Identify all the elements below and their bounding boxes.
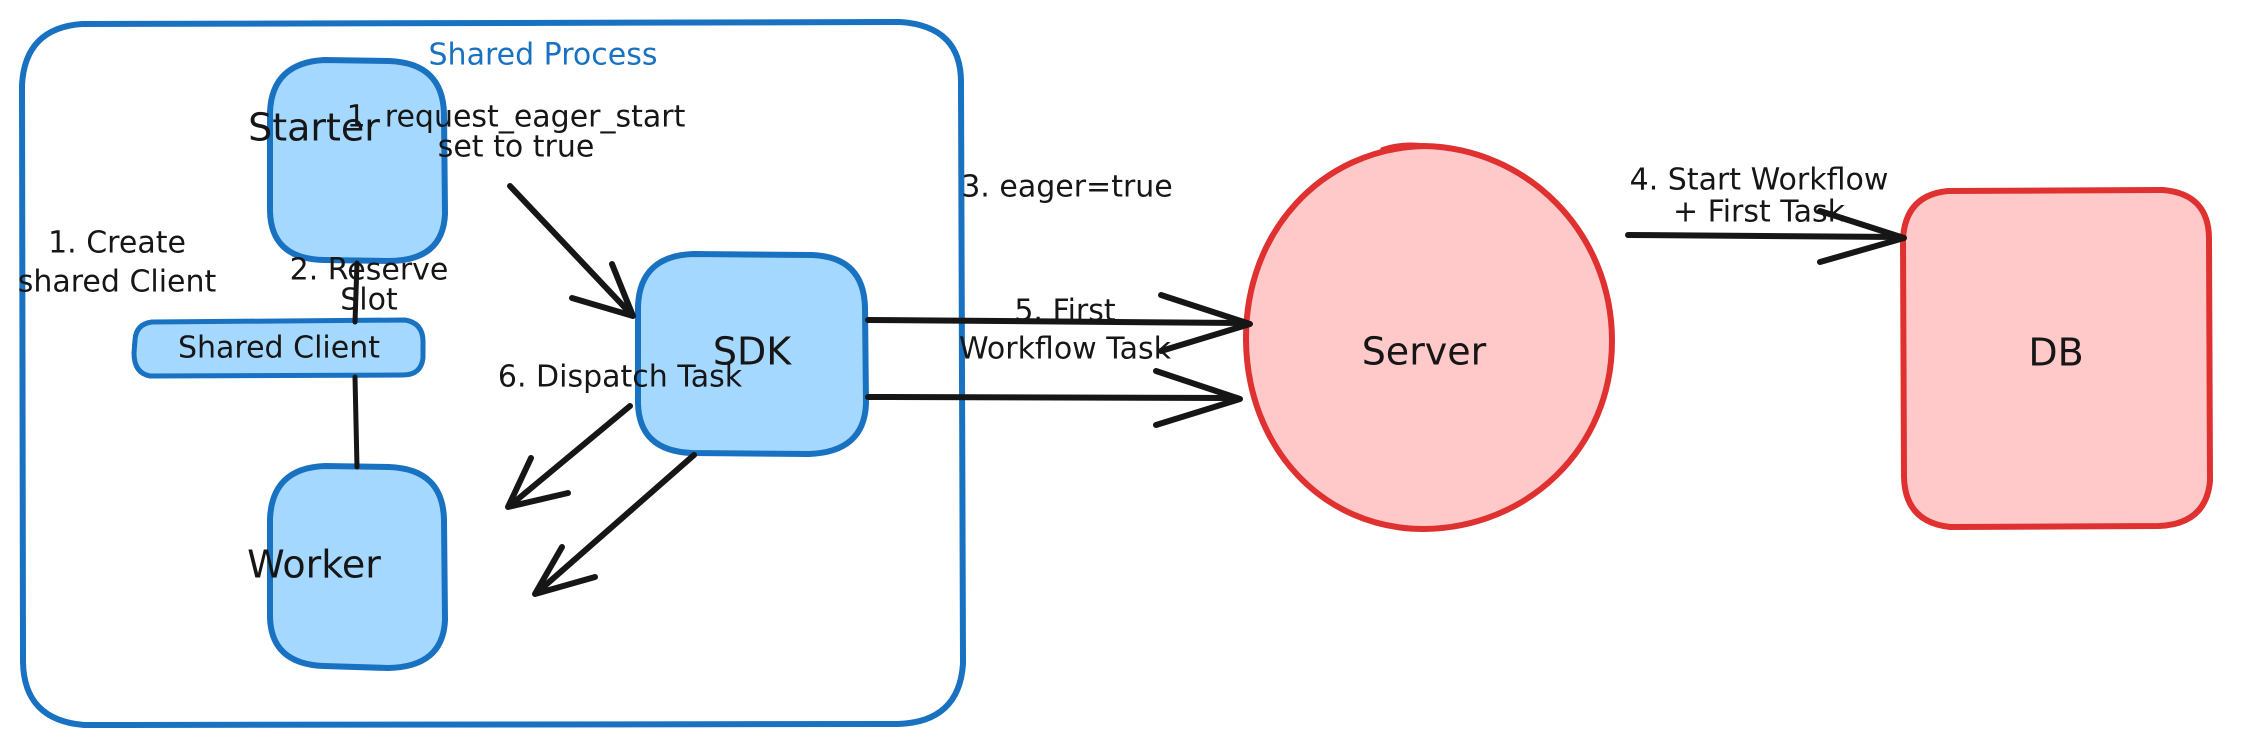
- shared-process-boundary: [19, 19, 966, 728]
- create-shared-client-label-line2: shared Client: [18, 265, 217, 300]
- node-shared-client[interactable]: Shared Client: [131, 317, 426, 379]
- request-eager-start-label-line2: set to true: [438, 130, 595, 165]
- request-eager-start-label-line1: 1. request_eager_start: [347, 100, 686, 135]
- eager-true-label-line1: 3. eager=true: [961, 170, 1173, 205]
- dispatch-task-line: [537, 452, 697, 593]
- create-shared-client-line-upper: [352, 260, 360, 325]
- server-shape-overdraw: [1380, 142, 1423, 153]
- first-workflow-task-line: [865, 394, 1238, 401]
- node-sdk[interactable]: SDK: [635, 251, 869, 457]
- shared-client-shape: [131, 317, 426, 379]
- starter-shape: [267, 57, 448, 264]
- start-workflow-label-line1: 4. Start Workflow: [1630, 163, 1889, 198]
- reserve-slot-arrowhead: [505, 455, 571, 510]
- edge-request-eager-start[interactable]: 1. request_eager_start set to true: [347, 100, 686, 319]
- sdk-shape: [635, 251, 869, 457]
- edge-start-workflow[interactable]: 4. Start Workflow + First Task: [1625, 163, 1907, 265]
- first-workflow-task-label-line2: Workflow Task: [959, 332, 1172, 367]
- start-workflow-line: [1625, 232, 1903, 240]
- eager-true-arrowhead: [1158, 292, 1253, 354]
- node-starter[interactable]: Starter: [248, 57, 448, 264]
- edge-eager-true[interactable]: 3. eager=true: [865, 170, 1253, 354]
- node-server[interactable]: Server: [1242, 142, 1615, 532]
- eager-true-line: [865, 317, 1248, 326]
- create-shared-client-line-lower: [352, 374, 360, 470]
- edge-dispatch-task[interactable]: 6. Dispatch Task: [498, 360, 743, 597]
- shared-process-group[interactable]: Shared Process: [19, 19, 966, 728]
- reserve-slot-label-line2: Slot: [340, 283, 398, 318]
- db-label: DB: [2028, 331, 2083, 375]
- worker-shape: [267, 463, 448, 671]
- request-eager-start-line: [507, 183, 633, 316]
- reserve-slot-line: [509, 403, 633, 507]
- worker-label: Worker: [247, 543, 381, 587]
- dispatch-task-arrowhead: [532, 544, 598, 597]
- node-worker[interactable]: Worker: [247, 463, 448, 671]
- shared-client-label: Shared Client: [178, 331, 380, 366]
- server-label: Server: [1362, 330, 1487, 374]
- start-workflow-arrowhead: [1817, 208, 1907, 265]
- reserve-slot-label-line1: 2. Reserve: [290, 253, 449, 288]
- first-workflow-task-label-line1: 5. First: [1014, 294, 1116, 329]
- shared-process-label: Shared Process: [429, 38, 658, 73]
- node-db[interactable]: DB: [1900, 187, 2213, 530]
- request-eager-start-arrowhead: [569, 261, 636, 319]
- edge-create-shared-client[interactable]: 1. Create shared Client: [18, 226, 360, 470]
- start-workflow-label-line2: + First Task: [1673, 195, 1846, 230]
- server-shape: [1242, 143, 1615, 532]
- sdk-label: SDK: [713, 330, 792, 374]
- dispatch-task-label-line1: 6. Dispatch Task: [498, 360, 743, 395]
- starter-label: Starter: [248, 106, 380, 150]
- edge-first-workflow-task[interactable]: 5. First Workflow Task: [865, 294, 1243, 428]
- edge-reserve-slot[interactable]: 2. Reserve Slot: [290, 253, 633, 510]
- first-workflow-task-arrowhead: [1153, 368, 1243, 428]
- db-shape: [1900, 187, 2213, 530]
- create-shared-client-label-line1: 1. Create: [48, 226, 186, 261]
